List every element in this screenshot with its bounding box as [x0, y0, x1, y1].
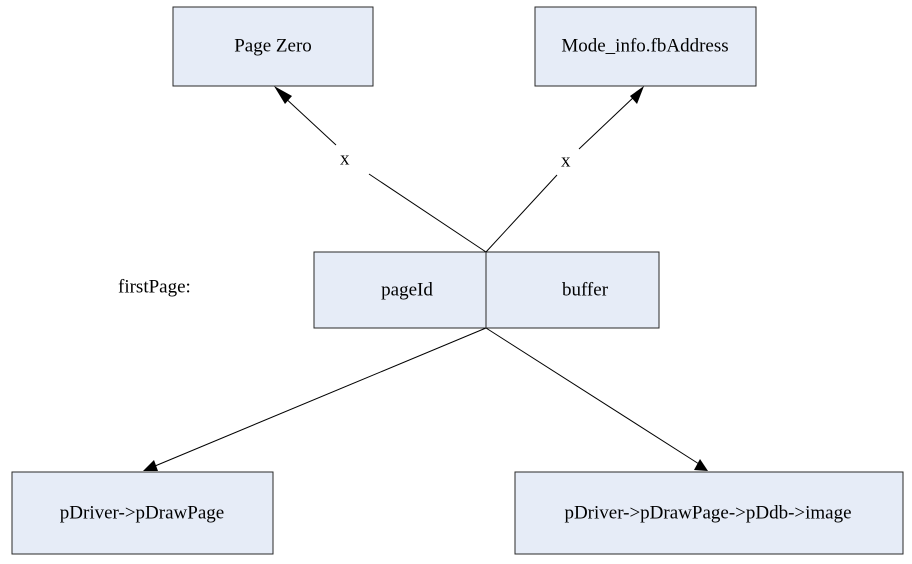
node-fb-address: Mode_info.fbAddress	[534, 6, 757, 87]
edge-label-x-left: x	[340, 148, 350, 169]
node-draw-page-label: pDriver->pDrawPage	[60, 502, 224, 523]
arrowhead-fb-address	[630, 86, 644, 104]
arrowhead-page-zero	[274, 86, 292, 104]
node-page-id-label: pageId	[381, 279, 433, 300]
node-buffer-label: buffer	[562, 279, 609, 300]
arrowhead-draw-page	[143, 460, 158, 471]
first-page-label: firstPage:	[118, 276, 191, 297]
edge-to-draw-page	[143, 327, 487, 471]
edge-to-fb-address: x	[485, 86, 644, 253]
node-first-page: pageId buffer	[313, 251, 660, 329]
edge-label-x-right: x	[561, 150, 571, 171]
node-draw-page: pDriver->pDrawPage	[11, 471, 274, 555]
node-page-zero: Page Zero	[172, 6, 374, 87]
arrowhead-ddb-image	[694, 459, 708, 471]
edge-to-page-zero: x	[274, 86, 487, 253]
node-ddb-image-label: pDriver->pDrawPage->pDdb->image	[564, 502, 851, 523]
node-fb-address-label: Mode_info.fbAddress	[561, 35, 728, 56]
node-ddb-image: pDriver->pDrawPage->pDdb->image	[514, 471, 904, 555]
edge-to-ddb-image	[485, 327, 708, 471]
node-page-zero-label: Page Zero	[234, 35, 312, 56]
